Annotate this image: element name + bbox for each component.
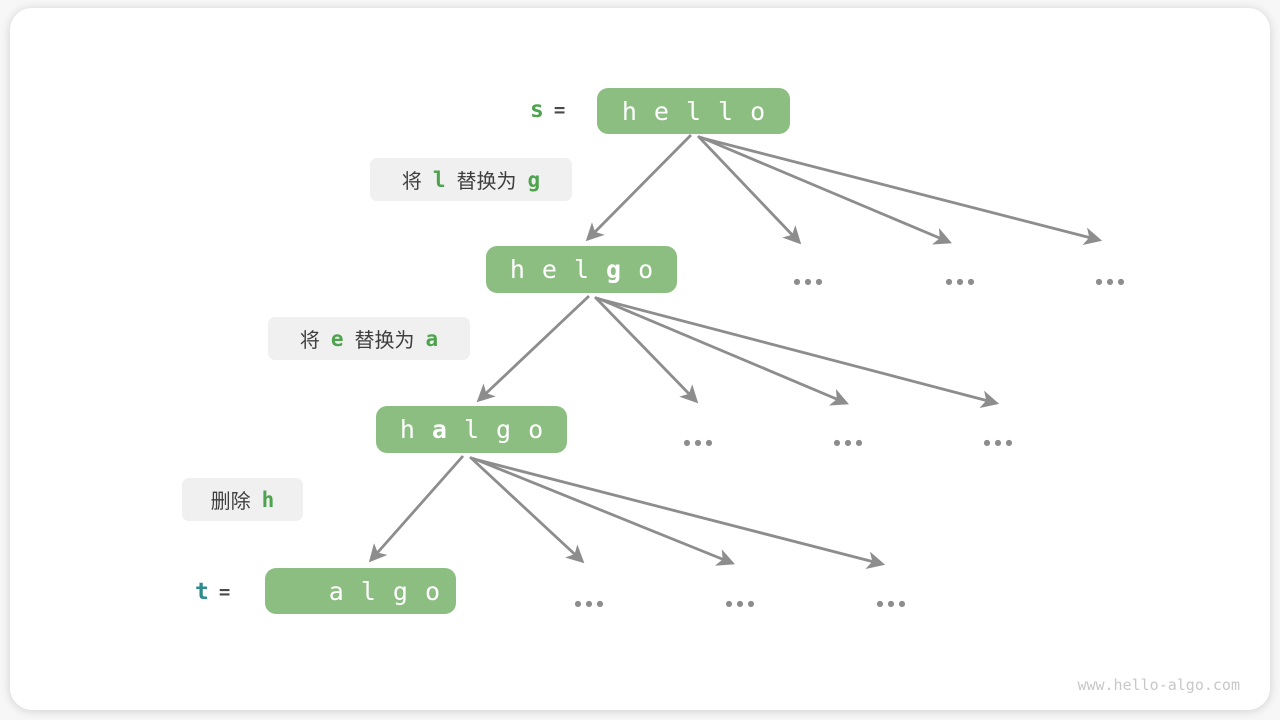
node-char: h [621, 96, 637, 126]
node-algo: a l g o [265, 568, 456, 614]
ellipsis-row1-2: ●●● [945, 277, 979, 286]
op-char-to: g [527, 167, 541, 192]
node-helgo: h e l g o [486, 246, 677, 293]
node-char: o [424, 576, 440, 606]
op-char-from: e [330, 326, 344, 351]
operation-replace-e-with-a: 将 e 替换为 a [268, 317, 470, 360]
operation-replace-l-with-g: 将 l 替换为 g [370, 158, 572, 201]
op-char-target: h [261, 487, 275, 512]
op-text: 将 [299, 330, 320, 352]
equals-sign: = [553, 99, 566, 121]
op-text: 删除 [210, 491, 251, 513]
node-char: l [718, 96, 734, 126]
node-char: h [399, 415, 415, 444]
site-watermark: www.hello-algo.com [1077, 676, 1240, 694]
ellipsis-row3-3: ●●● [876, 599, 910, 608]
node-char: l [360, 576, 376, 606]
op-text: 替换为 [354, 330, 415, 352]
var-s: s = [530, 97, 565, 123]
ellipsis-row1-1: ●●● [793, 277, 827, 286]
node-char: g [496, 415, 512, 444]
node-char: g [392, 576, 408, 606]
var-s-name: s [530, 97, 544, 123]
node-char-changed: a [431, 415, 447, 444]
node-char: e [653, 96, 669, 126]
op-char-to: a [425, 326, 439, 351]
var-t-name: t [195, 579, 209, 605]
node-char: o [528, 415, 544, 444]
operation-delete-h: 删除 h [182, 478, 303, 521]
op-char-from: l [432, 167, 446, 192]
equals-sign: = [218, 581, 231, 603]
node-char: l [573, 255, 590, 284]
node-char: o [750, 96, 766, 126]
node-char: l [463, 415, 480, 444]
ellipsis-row3-1: ●●● [574, 599, 608, 608]
op-text: 将 [401, 171, 422, 193]
node-halgo: h a l g o [376, 406, 567, 453]
node-char: e [541, 255, 557, 284]
node-char-changed: g [606, 255, 622, 284]
node-char: h [509, 255, 525, 284]
op-text: 替换为 [456, 171, 517, 193]
ellipsis-row2-3: ●●● [983, 438, 1017, 447]
node-char: a [328, 576, 344, 606]
ellipsis-row2-1: ●●● [683, 438, 717, 447]
node-char: l [685, 96, 702, 126]
ellipsis-row2-2: ●●● [833, 438, 867, 447]
node-hello: h e l l o [597, 88, 790, 134]
ellipsis-row3-2: ●●● [725, 599, 759, 608]
node-char: o [638, 255, 654, 284]
var-t: t = [195, 579, 230, 605]
ellipsis-row1-3: ●●● [1095, 277, 1129, 286]
